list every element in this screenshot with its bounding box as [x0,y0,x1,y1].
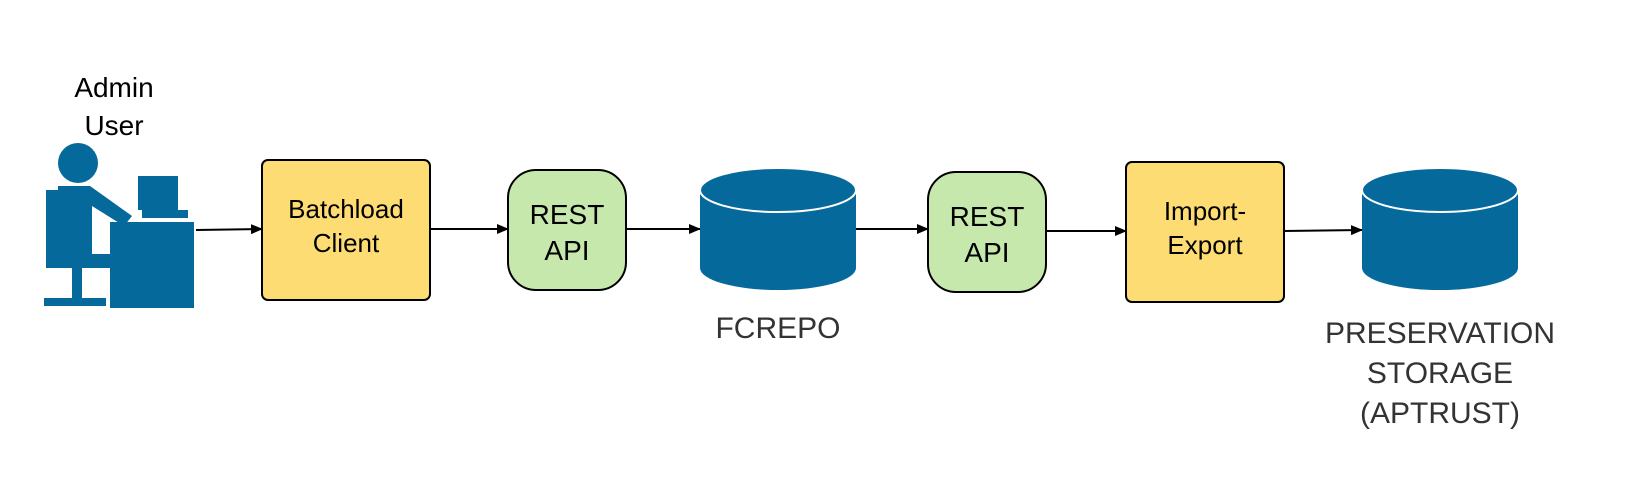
arrow-admin-to-batchload [195,224,263,235]
rest-api-2-box [927,171,1047,293]
arrow-import-export-to-preservation [1283,225,1363,236]
admin-user-icon [44,143,194,308]
rest-api-2-label-line2: API [964,237,1009,268]
preservation-database-icon [1361,167,1519,290]
batchload-label-line1: Batchload [288,194,404,224]
admin-label-line1: Admin [74,72,153,103]
preservation-label-line2: STORAGE [1367,357,1513,390]
import-export-box [1125,161,1285,303]
fcrepo-database-icon [699,167,857,290]
rest-api-1-label-line2: API [544,235,589,266]
admin-label-line2: User [84,110,143,141]
preservation-label-line1: PRESERVATION [1325,317,1555,350]
preservation-label-line3: (APTRUST) [1360,397,1520,430]
import-export-label-line2: Export [1167,230,1243,260]
rest-api-2-label-line1: REST [950,201,1025,232]
rest-api-1-label-line1: REST [530,199,605,230]
batchload-client-box [261,159,431,301]
rest-api-1-box [507,169,627,291]
batchload-label-line2: Client [313,228,380,258]
fcrepo-label: FCREPO [715,312,840,345]
import-export-label-line1: Import- [1164,196,1246,226]
